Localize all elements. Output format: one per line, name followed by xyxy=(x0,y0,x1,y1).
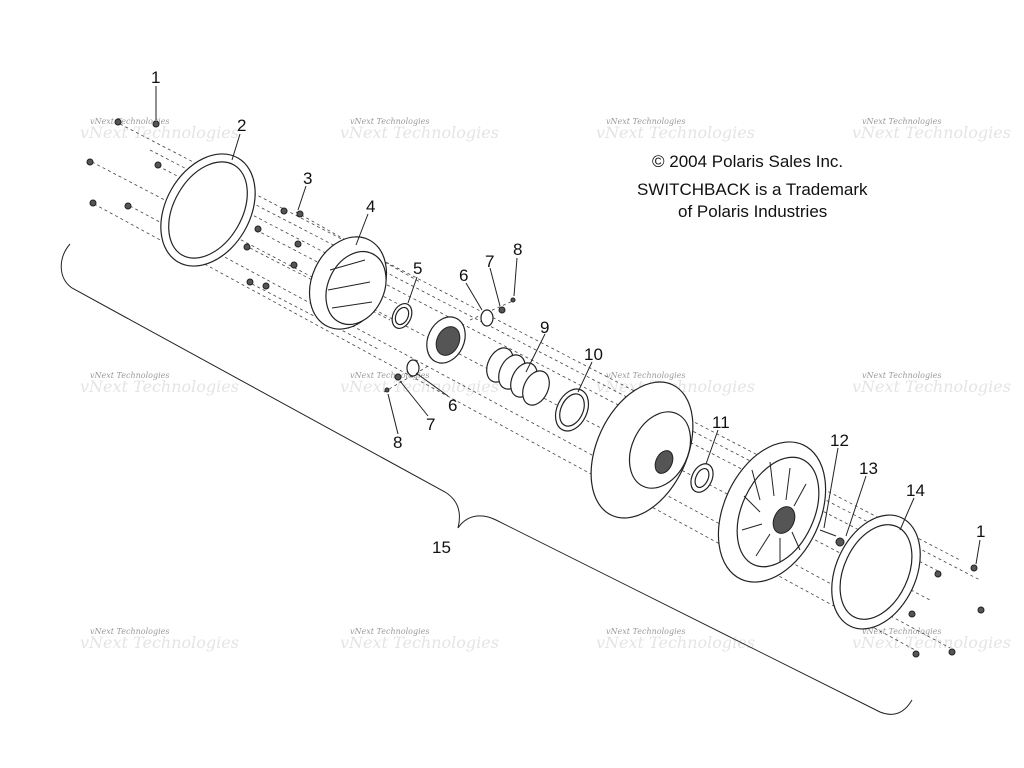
callout-15: 15 xyxy=(432,538,451,557)
callout-labels: 1 2 3 4 5 6 7 8 9 10 6 7 8 11 12 13 14 1… xyxy=(151,68,985,557)
watermark: vNext Technologies xyxy=(862,371,941,380)
watermark-bg: vNext Technologies xyxy=(80,377,239,396)
leader-lines xyxy=(155,86,981,565)
callout-10: 10 xyxy=(584,345,603,364)
watermark: vNext Technologies xyxy=(90,371,169,380)
watermark: vNext Technologies xyxy=(90,117,169,126)
outer-gasket xyxy=(831,514,921,630)
watermark-bg: vNext Technologies xyxy=(340,123,499,142)
callout-7-top: 7 xyxy=(485,252,494,271)
callout-12: 12 xyxy=(830,431,849,450)
trademark-owner-line: of Polaris Industries xyxy=(678,202,827,221)
copyright-block: © 2004 Polaris Sales Inc. SWITCHBACK is … xyxy=(637,152,868,221)
callout-6-bottom: 6 xyxy=(448,396,457,415)
small-parts-bottom xyxy=(384,359,420,393)
cover-housing xyxy=(308,236,388,330)
callout-14: 14 xyxy=(906,481,925,500)
washer xyxy=(690,463,714,493)
callout-2: 2 xyxy=(237,116,246,135)
watermark-bg: vNext Technologies xyxy=(596,123,755,142)
watermarks: vNext Technologies vNext Technologies vN… xyxy=(80,117,1011,652)
trademark-line: SWITCHBACK is a Trademark xyxy=(637,180,868,199)
callout-11: 11 xyxy=(712,413,730,432)
copyright-line: © 2004 Polaris Sales Inc. xyxy=(652,152,843,171)
watermark-bg: vNext Technologies xyxy=(852,377,1011,396)
spring-washer xyxy=(554,388,590,432)
fixed-sheave xyxy=(717,441,827,583)
callout-6-top: 6 xyxy=(459,266,468,285)
gasket-plate xyxy=(160,153,256,267)
bearing-hub xyxy=(426,297,516,364)
watermark: vNext Technologies xyxy=(350,627,429,636)
watermark: vNext Technologies xyxy=(350,117,429,126)
callout-3: 3 xyxy=(303,169,312,188)
pin-and-nut xyxy=(819,529,845,547)
bolts-top-left xyxy=(86,118,162,210)
spring xyxy=(486,347,550,406)
seal-ring xyxy=(391,303,413,329)
callout-7-bottom: 7 xyxy=(426,415,435,434)
watermark-bg: vNext Technologies xyxy=(80,633,239,652)
watermark-bg: vNext Technologies xyxy=(340,377,499,396)
callout-5: 5 xyxy=(413,259,422,278)
watermark-bg: vNext Technologies xyxy=(596,633,755,652)
callout-8-bottom: 8 xyxy=(393,433,402,452)
watermark: vNext Technologies xyxy=(90,627,169,636)
watermark: vNext Technologies xyxy=(606,371,685,380)
watermark-bg: vNext Technologies xyxy=(852,123,1011,142)
moveable-sheave xyxy=(590,381,694,519)
watermark-bg: vNext Technologies xyxy=(80,123,239,142)
callout-8-top: 8 xyxy=(513,240,522,259)
watermark: vNext Technologies xyxy=(350,371,429,380)
watermark: vNext Technologies xyxy=(862,627,941,636)
watermark-bg: vNext Technologies xyxy=(340,633,499,652)
bolts-bottom-right xyxy=(908,564,985,658)
assembly-bracket xyxy=(60,243,913,715)
bolts-cover xyxy=(243,207,304,290)
callout-4: 4 xyxy=(366,197,375,216)
callout-1-top: 1 xyxy=(151,68,160,87)
callout-13: 13 xyxy=(859,459,878,478)
callout-1-bottom: 1 xyxy=(976,522,985,541)
watermark: vNext Technologies xyxy=(862,117,941,126)
callout-9: 9 xyxy=(540,318,549,337)
watermark: vNext Technologies xyxy=(606,627,685,636)
watermark: vNext Technologies xyxy=(606,117,685,126)
